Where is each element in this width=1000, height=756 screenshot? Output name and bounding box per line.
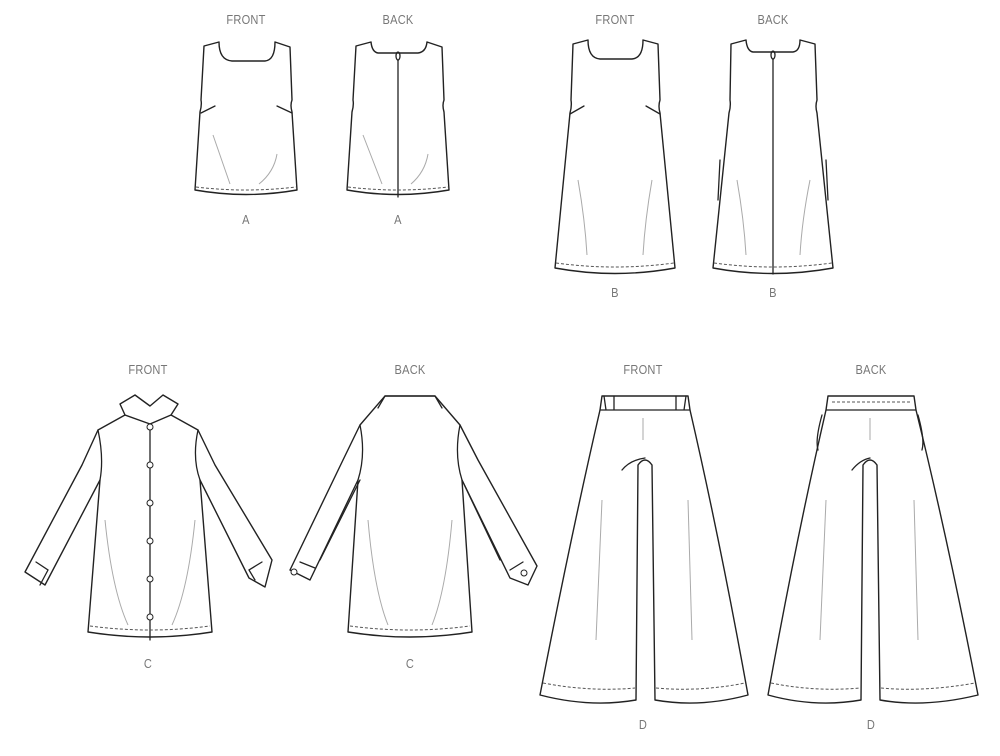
label-b-front: FRONT bbox=[595, 12, 635, 27]
label-c-back: BACK bbox=[394, 362, 426, 377]
view-letter-b-back: B bbox=[769, 285, 777, 300]
view-letter-a-back: A bbox=[394, 212, 402, 227]
view-a-front-top bbox=[194, 41, 298, 196]
view-d-back-pants bbox=[767, 395, 979, 704]
label-b-back: BACK bbox=[757, 12, 789, 27]
label-a-back: BACK bbox=[382, 12, 414, 27]
label-c-front: FRONT bbox=[128, 362, 168, 377]
view-c-front-shirt bbox=[24, 394, 273, 641]
view-letter-c-back: C bbox=[405, 656, 415, 671]
label-a-front: FRONT bbox=[226, 12, 266, 27]
view-letter-d-back: D bbox=[866, 717, 876, 732]
view-letter-b-front: B bbox=[611, 285, 619, 300]
label-d-back: BACK bbox=[855, 362, 887, 377]
view-d-front-pants bbox=[539, 395, 749, 704]
view-b-back-dress bbox=[712, 39, 834, 275]
view-letter-c-front: C bbox=[143, 656, 153, 671]
view-a-back-top bbox=[346, 41, 450, 198]
view-b-front-dress bbox=[554, 39, 676, 275]
view-c-back-shirt bbox=[289, 395, 538, 638]
view-letter-d-front: D bbox=[638, 717, 648, 732]
label-d-front: FRONT bbox=[623, 362, 663, 377]
view-letter-a-front: A bbox=[242, 212, 250, 227]
